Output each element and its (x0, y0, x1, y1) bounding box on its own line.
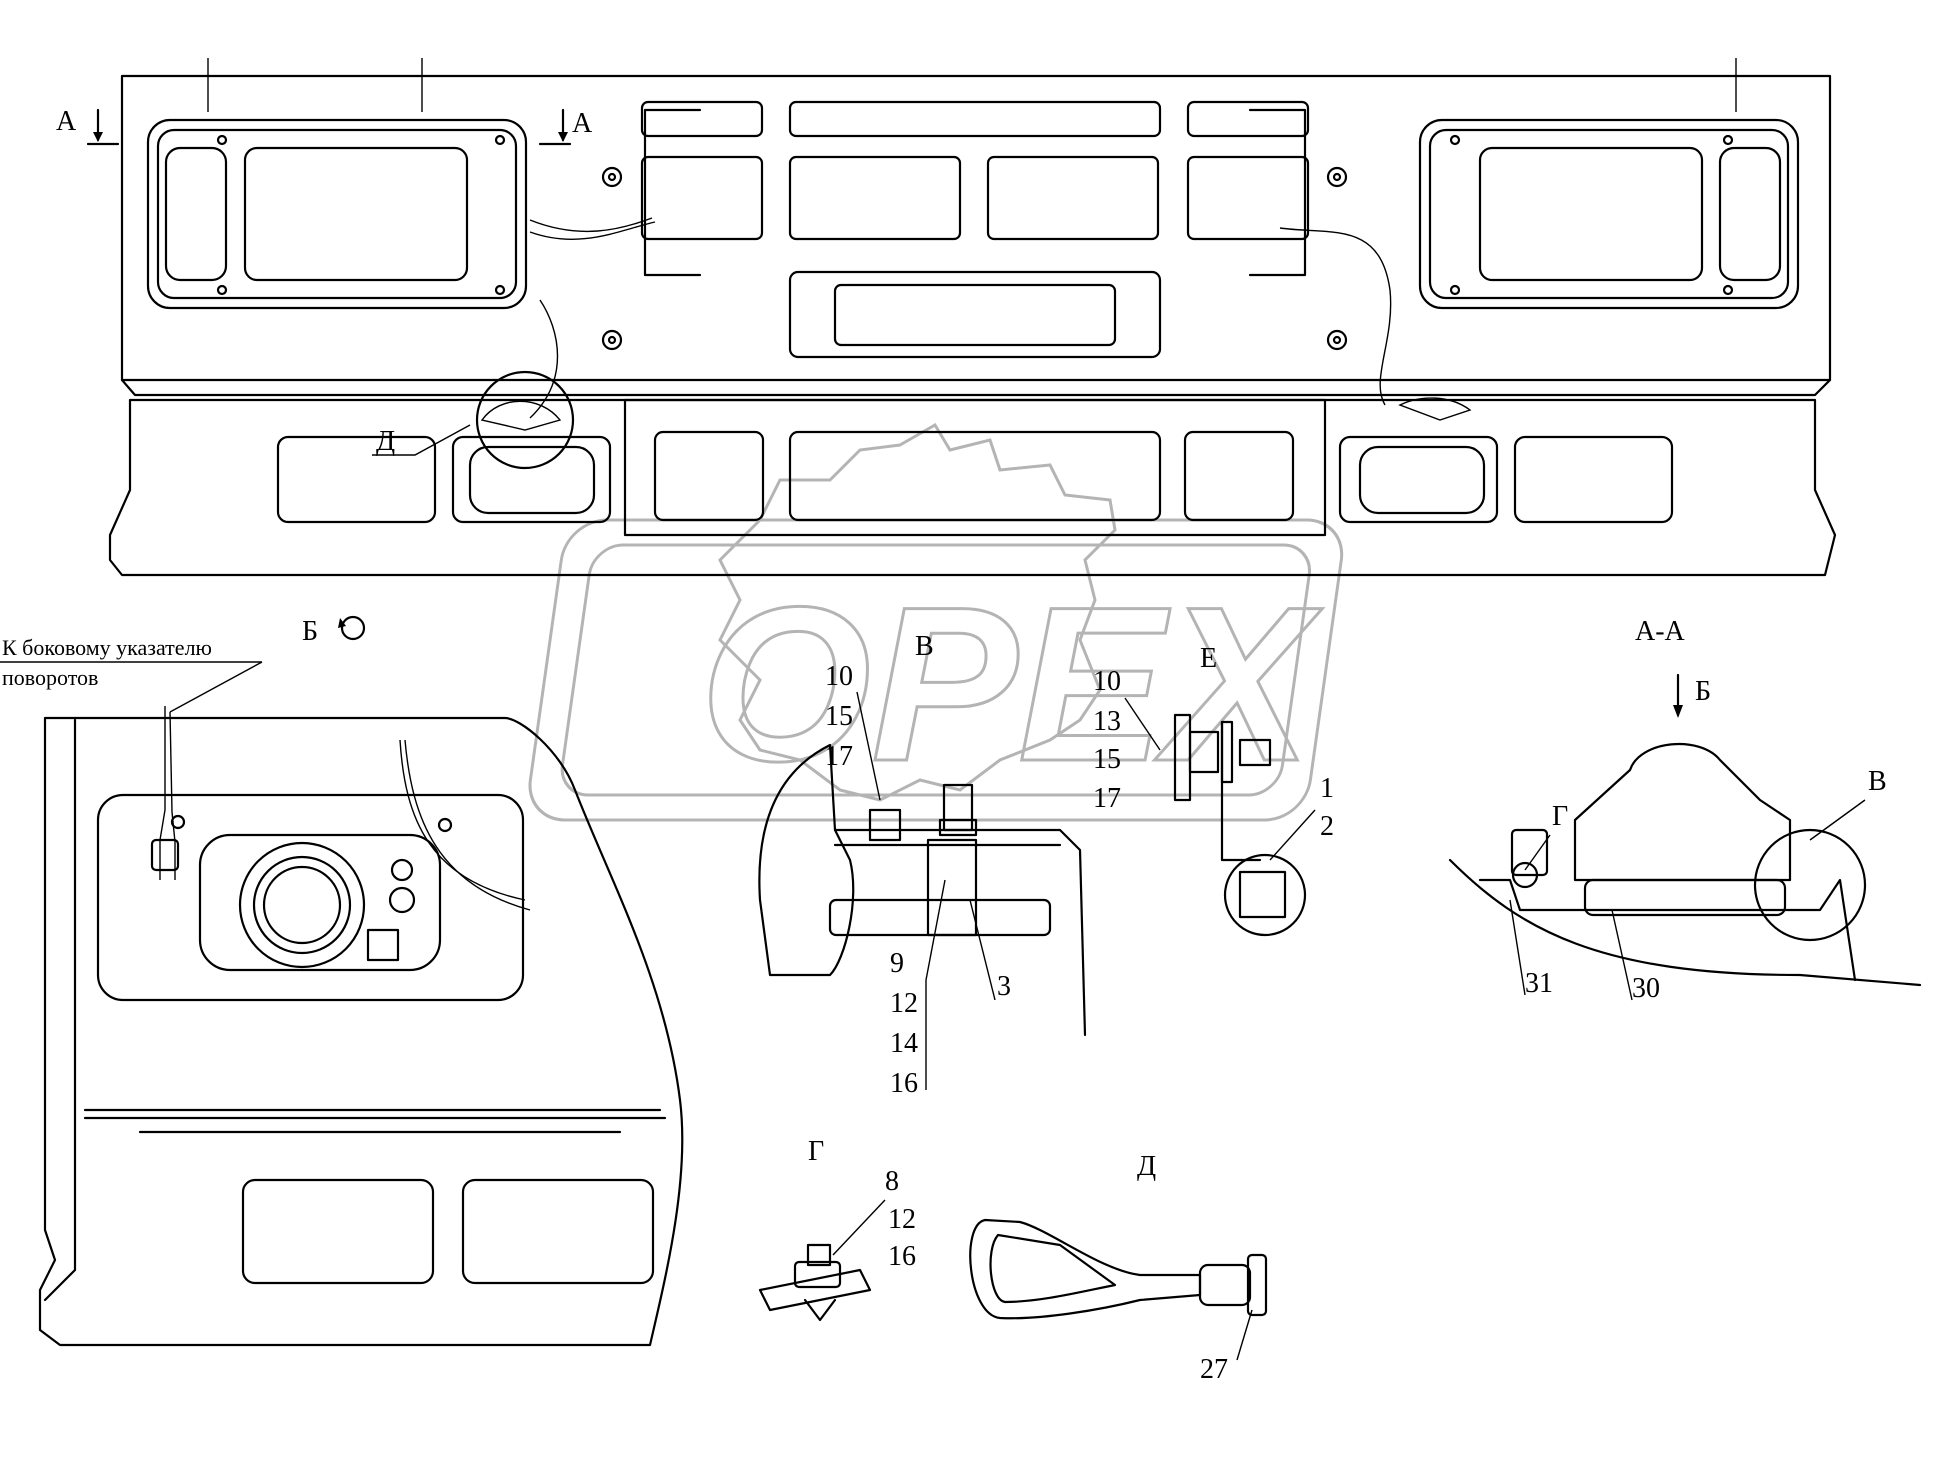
svg-text:Д: Д (376, 426, 395, 457)
section-aa: А-А Б В Г 31 30 (1448, 616, 1922, 1004)
watermark-text: OPEX (700, 561, 1323, 807)
svg-text:10: 10 (1093, 666, 1121, 697)
svg-text:Б: Б (302, 616, 318, 647)
svg-text:15: 15 (1093, 744, 1121, 775)
svg-text:В: В (915, 631, 934, 662)
svg-text:17: 17 (825, 741, 853, 772)
svg-text:30: 30 (1632, 973, 1660, 1004)
svg-text:Б: Б (1695, 676, 1711, 707)
svg-text:31: 31 (1525, 968, 1553, 999)
bumper (108, 370, 1837, 577)
svg-text:К боковому указателю: К боковому указателю (2, 635, 212, 660)
svg-text:14: 14 (890, 1028, 918, 1059)
svg-text:12: 12 (888, 1204, 916, 1235)
svg-text:поворотов: поворотов (2, 665, 98, 690)
svg-text:А: А (56, 106, 77, 137)
right-lamp-housing (1418, 118, 1800, 310)
view-e: Е 10 13 15 17 1 2 (1093, 643, 1334, 937)
callout-d-main: Д (372, 424, 471, 457)
view-d: Д 27 (969, 1151, 1268, 1385)
callouts-v-top: 10 15 17 (825, 661, 881, 801)
svg-text:16: 16 (888, 1241, 916, 1272)
svg-text:А: А (572, 108, 593, 139)
svg-text:17: 17 (1093, 783, 1121, 814)
front-panel (120, 58, 1832, 419)
svg-text:Г: Г (1552, 801, 1568, 832)
view-b: Б К боковому указателю поворотов (0, 615, 684, 1347)
svg-text:В: В (1868, 766, 1887, 797)
svg-text:15: 15 (825, 701, 853, 732)
svg-text:10: 10 (825, 661, 853, 692)
svg-text:3: 3 (997, 971, 1011, 1002)
left-lamp-housing (146, 118, 528, 310)
view-g: Г 8 12 16 (758, 1136, 916, 1322)
svg-text:А-А: А-А (1635, 616, 1686, 647)
svg-text:Д: Д (1137, 1151, 1156, 1182)
svg-text:2: 2 (1320, 811, 1334, 842)
view-v: В 10 15 17 9 12 14 16 3 (758, 631, 1087, 1099)
opex-watermark: OPEX (528, 422, 1344, 822)
section-marker-left: А (56, 106, 120, 146)
svg-text:13: 13 (1093, 706, 1121, 737)
svg-text:8: 8 (885, 1166, 899, 1197)
svg-text:1: 1 (1320, 773, 1334, 804)
svg-text:Е: Е (1200, 643, 1217, 674)
callouts-v-bottom: 9 12 14 16 3 (890, 879, 1011, 1099)
svg-text:Г: Г (808, 1136, 824, 1167)
svg-text:27: 27 (1200, 1354, 1228, 1385)
center-grille (601, 100, 1348, 359)
section-marker-right: А (538, 108, 593, 146)
svg-text:9: 9 (890, 948, 904, 979)
callouts-e: 10 13 15 17 (1093, 666, 1161, 814)
svg-text:12: 12 (890, 988, 918, 1019)
svg-text:16: 16 (890, 1068, 918, 1099)
